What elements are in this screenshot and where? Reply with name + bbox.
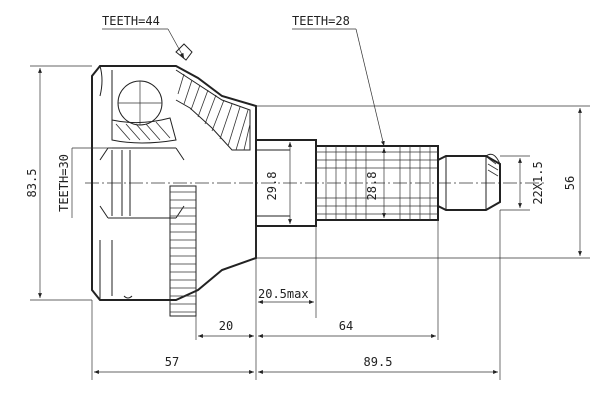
dim-seal-diameter: 56	[256, 105, 590, 259]
dim-outer-diameter: 83.5	[25, 65, 92, 301]
spline-section	[315, 145, 439, 221]
dim-57-label: 57	[165, 355, 179, 369]
dim-20-5max-label: 20.5max	[258, 287, 309, 301]
dim-56-label: 56	[563, 176, 577, 190]
threaded-end	[437, 153, 501, 211]
teeth-28-label: TEETH=28	[292, 14, 350, 28]
dim-abs-teeth: TEETH=30	[57, 147, 112, 218]
dim-29-8-label: 29.8	[265, 172, 279, 201]
dim-89-5-label: 89.5	[364, 355, 393, 369]
dim-max-length: 20.5max	[255, 226, 317, 380]
teeth-44-label: TEETH=44	[102, 14, 160, 28]
dim-spline-diameter: 28.8	[365, 148, 386, 218]
outer-bell-housing	[91, 65, 257, 317]
teeth-30-label: TEETH=30	[57, 154, 71, 212]
inner-race	[111, 117, 177, 144]
dim-20-label: 20	[219, 319, 233, 333]
abs-ring	[169, 185, 197, 317]
callout-teeth-28: TEETH=28	[292, 14, 385, 147]
dim-thread: 22X1.5	[500, 155, 545, 211]
dim-64-label: 64	[339, 319, 353, 333]
dim-28-8-label: 28.8	[365, 172, 379, 201]
dim-row-bottom: 57 89.5	[91, 210, 501, 380]
dim-22x1-5-label: 22X1.5	[531, 161, 545, 204]
bell-hatching-top	[175, 69, 251, 151]
dim-shaft-diameter: 29.8	[265, 142, 292, 224]
callout-teeth-44: TEETH=44	[102, 14, 193, 61]
dim-row-middle: 20 64	[195, 220, 439, 340]
dim-83-5-label: 83.5	[25, 169, 39, 198]
